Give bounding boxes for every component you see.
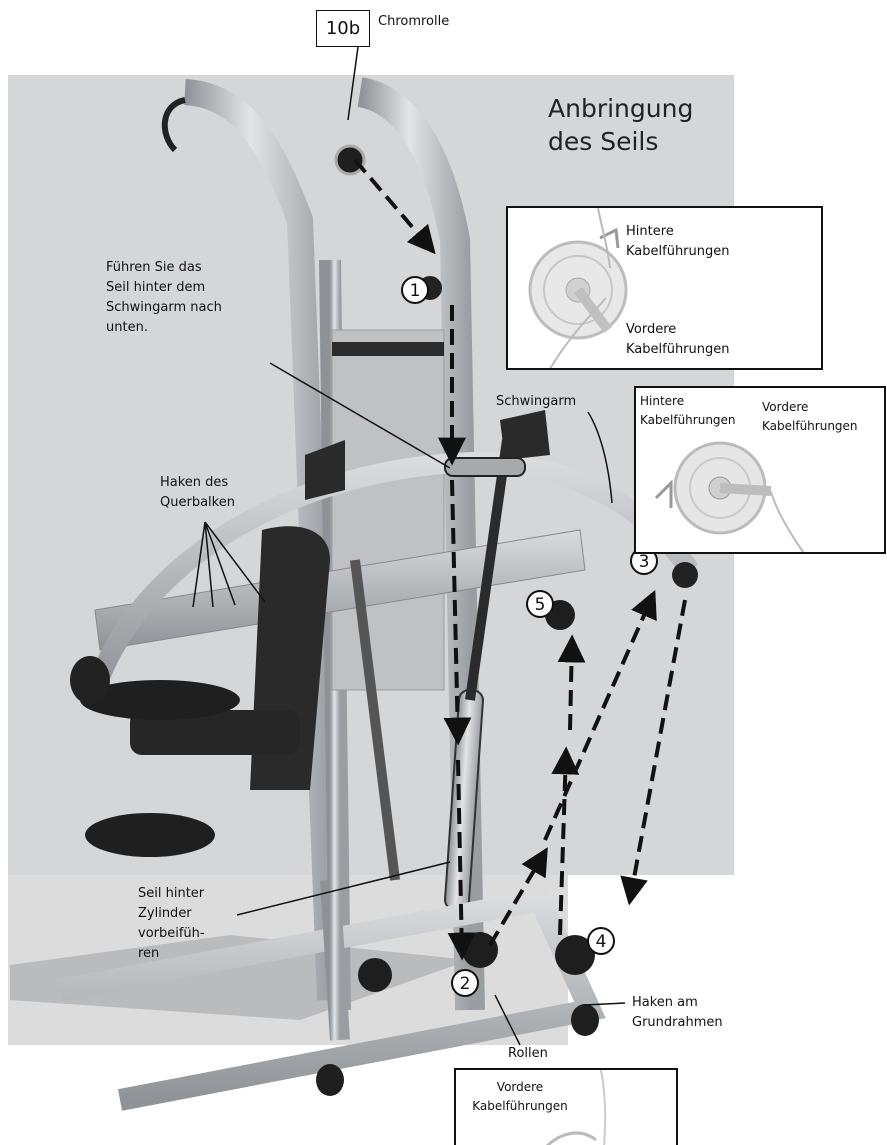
callout-base-hook: Haken am Grundrahmen (632, 993, 723, 1033)
inset-mid-rear-label: Hintere Kabelführungen (640, 392, 736, 430)
callout-pulleys: Rollen (508, 1044, 548, 1064)
callout-behind-cylinder: Seil hinter Zylinder vorbeifüh- ren (138, 884, 205, 964)
inset-bottom-front-label: Vordere Kabelführungen (460, 1078, 580, 1116)
callout-crossbar-hooks: Haken des Querbalken (160, 473, 235, 513)
step-4-label: 4 (596, 932, 607, 952)
backrest-board (332, 330, 444, 690)
inset-top-rear-label: Hintere Kabelführungen (626, 222, 730, 262)
inset-top: Hintere Kabelführungen Vordere Kabelführ… (506, 206, 823, 370)
part-name: Chromrolle (378, 12, 449, 32)
roller-pad-bottom (85, 813, 215, 857)
part-number-box: 10b (316, 10, 370, 47)
inset-mid-front-label: Vordere Kabelführungen (762, 398, 858, 436)
inset-bottom: Vordere Kabelführungen (454, 1068, 678, 1145)
pulley-chrome-top (336, 146, 364, 174)
inset-top-front-label: Vordere Kabelführungen (626, 320, 730, 360)
callout-swing-arm: Schwingarm (496, 392, 576, 412)
step-1-label: 1 (410, 281, 421, 301)
pulley-3 (672, 562, 698, 588)
part-number: 10b (326, 18, 360, 39)
page-title: Anbringung des Seils (548, 92, 693, 158)
step-2-label: 2 (460, 974, 471, 994)
inset-mid: Hintere Kabelführungen Vordere Kabelführ… (634, 386, 886, 554)
callout-route-behind-arm: Führen Sie das Seil hinter dem Schwingar… (106, 258, 222, 338)
step-5-label: 5 (535, 595, 546, 615)
step-3-label: 3 (639, 552, 650, 572)
